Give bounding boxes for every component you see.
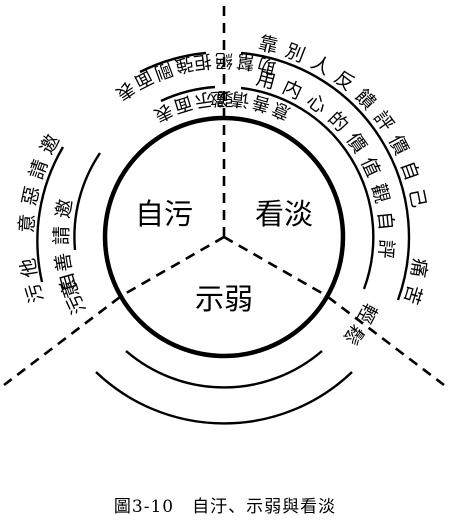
figure-title: 自汙、示弱與看淡 <box>192 497 337 517</box>
center-label-show-weak: 示弱 <box>195 282 253 316</box>
inner-arc-left <box>73 152 101 251</box>
ring-char: 靠 <box>257 32 280 58</box>
ring-char: 助 <box>256 53 279 78</box>
ring-char: 價 <box>342 129 371 157</box>
ring-char: 強 <box>173 52 195 77</box>
ring-char: 心 <box>302 90 330 119</box>
inner-arc-top-left <box>160 85 216 103</box>
ring-char: 反 <box>330 66 358 95</box>
ring-char: 拒 <box>192 50 212 73</box>
ring-char: 善 <box>250 91 273 116</box>
ring-char: 己 <box>404 187 429 210</box>
ring-char: 表 <box>150 99 175 126</box>
ring-char: 示 <box>193 88 214 111</box>
ring-char: 鬆 <box>339 320 368 348</box>
ring-char: 弱 <box>216 87 234 108</box>
divider-left <box>120 235 225 298</box>
ring-char: 邀 <box>52 198 77 221</box>
ring-char: 善 <box>52 251 77 273</box>
ring-char: 評 <box>369 107 398 135</box>
ring-char: 觀 <box>367 181 393 205</box>
ring-text-outer-bottom-2: 拒絕幫助 <box>192 50 278 78</box>
outer-arc-left <box>36 146 65 283</box>
figure-number: 圖3-10 <box>113 497 175 517</box>
ring-char: 他 <box>17 257 42 279</box>
ring-char: 请 <box>230 88 250 111</box>
center-label-dismiss: 看淡 <box>255 197 313 231</box>
ring-char: 饋 <box>351 85 380 114</box>
ring-char: 惡 <box>19 184 44 207</box>
ring-char: 邀 <box>210 87 229 109</box>
inner-arc-top-right <box>240 86 375 290</box>
ring-char: 絕 <box>215 50 233 71</box>
ring-char: 幫 <box>235 50 255 73</box>
center-label-self-blame: 自污 <box>135 197 193 231</box>
ring-char: 剛 <box>151 58 175 84</box>
divider-left-outer <box>3 295 121 387</box>
ring-char: 請 <box>51 226 73 245</box>
divider-right-outer <box>327 295 445 387</box>
ring-char: 面 <box>171 92 194 117</box>
ring-char: 痛 <box>406 257 431 279</box>
outer-arc-bottom <box>95 371 353 425</box>
ring-text-outer-left: 他污 <box>17 257 48 306</box>
ring-char: 意 <box>16 213 39 234</box>
ring-char: 輕 <box>353 300 381 327</box>
ring-char: 污 <box>22 281 48 305</box>
ring-char: 評 <box>374 239 397 260</box>
ring-text-inner-right: 輕鬆 <box>339 300 381 349</box>
divider-right <box>223 235 328 298</box>
outer-arc-top-left <box>139 51 207 74</box>
ring-char: 的 <box>323 107 352 136</box>
inner-arc-bottom <box>125 350 323 389</box>
figure-caption: 圖3-10 自汙、示弱與看淡 <box>0 492 450 517</box>
ring-char: 自 <box>373 210 397 231</box>
outer-arc-top-right <box>240 51 411 301</box>
